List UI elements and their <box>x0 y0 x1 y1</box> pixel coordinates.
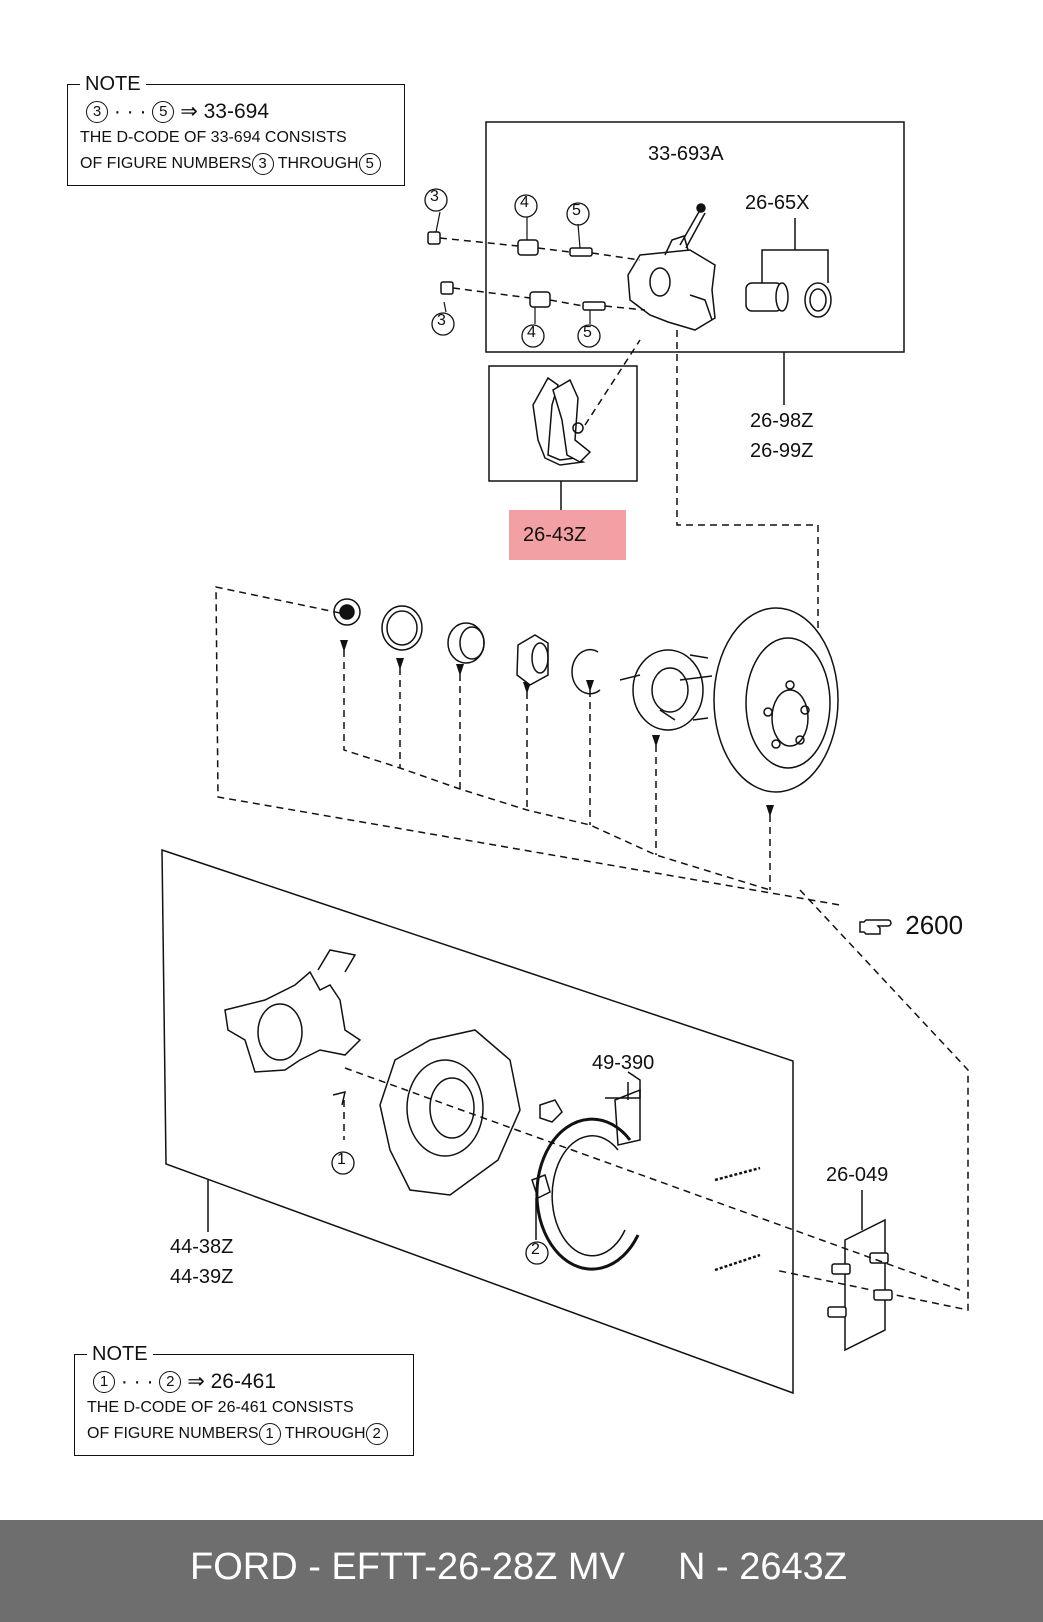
note-bottom-sep: · · · <box>120 1370 154 1393</box>
label-26-99z: 26-99Z <box>750 440 814 462</box>
note-top-line2: THE D-CODE OF 33-694 CONSISTS <box>80 129 347 146</box>
caliper-body <box>627 235 716 331</box>
note-bottom-title: NOTE <box>87 1343 153 1365</box>
note-top: NOTE 3 · · · 5 ⇒ 33-694 THE D-CODE OF 33… <box>67 73 405 186</box>
highlighted-part-26-43z[interactable]: 26-43Z <box>509 510 626 560</box>
caliper-bolt-lower <box>440 281 454 295</box>
reference-value: 2600 <box>905 910 964 940</box>
label-26-65x: 26-65X <box>745 192 810 214</box>
label-44-38z: 44-38Z <box>170 1236 234 1258</box>
guide-pin-lower <box>582 301 606 311</box>
caliper-bolt-upper <box>427 231 441 245</box>
note-top-to: 5 <box>152 101 175 124</box>
guide-pin-upper <box>569 247 593 257</box>
note-top-line3b: THROUGH <box>277 155 359 173</box>
callout-1: 1 <box>337 1151 346 1168</box>
parking-brake-shoe <box>535 1088 641 1271</box>
footer-bar: FORD - EFTT-26-28Z MV N - 2643Z <box>0 1520 1043 1622</box>
piston-seal <box>804 282 832 318</box>
label-33-693a: 33-693A <box>648 143 724 165</box>
shoe-hardware-bracket <box>827 1218 893 1352</box>
note-bottom-line3b: THROUGH <box>284 1425 366 1443</box>
callout-5-upper: 5 <box>572 202 581 219</box>
note-bottom: NOTE 1 · · · 2 ⇒ 26-461 THE D-CODE OF 26… <box>74 1343 414 1456</box>
callout-2: 2 <box>531 1241 540 1258</box>
note-top-target: ⇒ 33-694 <box>180 100 270 123</box>
callout-3-lower: 3 <box>437 312 446 329</box>
inner-bearing <box>447 622 485 664</box>
label-49-390: 49-390 <box>592 1052 655 1074</box>
caliper-kit-box <box>485 121 905 353</box>
backing-plate-panel <box>161 848 794 1395</box>
label-26-049: 26-049 <box>826 1164 889 1186</box>
note-bottom-from: 1 <box>93 1371 115 1394</box>
reference-2600[interactable]: 2600 <box>858 910 963 941</box>
outer-bearing <box>516 634 549 686</box>
shoe-pin <box>332 1090 347 1106</box>
note-top-line3-to: 5 <box>358 153 381 175</box>
note-bottom-line3-to: 2 <box>365 1423 388 1445</box>
brake-rotor <box>713 607 839 793</box>
note-top-line3-from: 3 <box>251 153 274 175</box>
piston <box>745 282 789 312</box>
note-bottom-line3-from: 1 <box>258 1423 281 1445</box>
note-bottom-target: ⇒ 26-461 <box>187 1370 277 1393</box>
grease-seal <box>333 598 361 626</box>
wheel-hub <box>619 649 713 731</box>
bushing-upper <box>517 239 539 256</box>
note-bottom-to: 2 <box>159 1371 182 1394</box>
note-top-title: NOTE <box>80 73 146 95</box>
backing-bracket <box>224 949 362 1073</box>
callout-5-lower: 5 <box>583 324 592 341</box>
footer-catalog-number: N - 2643Z <box>678 1546 847 1588</box>
note-bottom-line3a: OF FIGURE NUMBERS <box>87 1425 259 1443</box>
label-26-43z: 26-43Z <box>523 524 587 546</box>
callout-4-upper: 4 <box>520 194 529 211</box>
note-top-sep: · · · <box>113 100 147 123</box>
note-bottom-line2: THE D-CODE OF 26-461 CONSISTS <box>87 1399 354 1416</box>
adjuster-nut <box>531 1174 551 1200</box>
footer-part-number: FORD - EFTT-26-28Z MV <box>190 1546 625 1588</box>
callout-circles <box>331 188 601 1265</box>
snap-ring <box>571 649 601 695</box>
shoe-clip <box>539 1099 563 1123</box>
pad-kit-box <box>488 365 638 482</box>
callout-3-upper: 3 <box>430 188 439 205</box>
dust-shield <box>379 1029 521 1196</box>
label-26-98z: 26-98Z <box>750 410 814 432</box>
bushing-lower <box>529 291 551 308</box>
pointing-hand-icon <box>859 919 892 935</box>
bearing-race <box>381 605 423 651</box>
note-top-from: 3 <box>86 101 108 124</box>
return-spring-upper <box>714 1166 761 1182</box>
label-44-39z: 44-39Z <box>170 1266 234 1288</box>
return-spring-lower <box>714 1253 761 1272</box>
note-top-line3a: OF FIGURE NUMBERS <box>80 155 252 173</box>
callout-4-lower: 4 <box>527 324 536 341</box>
brake-pads <box>532 376 592 466</box>
note-top-range: 3 · · · 5 ⇒ 33-694 <box>86 99 269 124</box>
bleeder-screw <box>679 203 706 249</box>
note-bottom-range: 1 · · · 2 ⇒ 26-461 <box>93 1369 276 1394</box>
